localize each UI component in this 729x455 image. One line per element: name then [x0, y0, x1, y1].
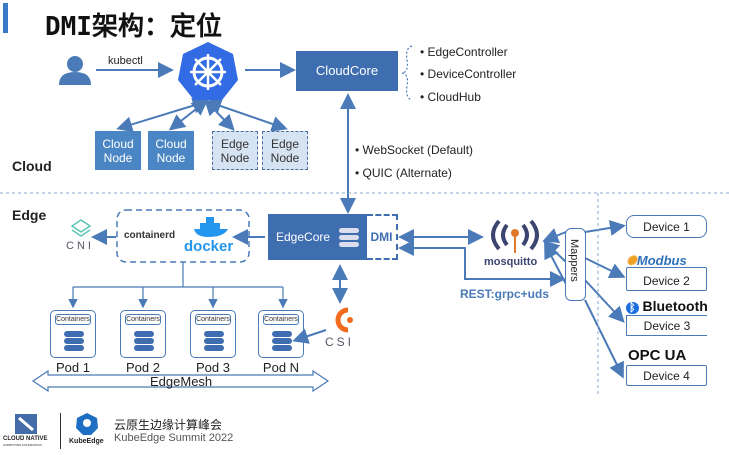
protocol-quic: • QUIC (Alternate)	[355, 166, 452, 180]
pod-label: Pod N	[262, 360, 300, 375]
edgecore-box[interactable]: EdgeCore	[268, 214, 367, 260]
docker-logo: docker	[184, 238, 234, 255]
footer-divider	[60, 413, 61, 449]
kubeedge-logo-icon	[76, 413, 98, 435]
summit-title-en: KubeEdge Summit 2022	[114, 432, 234, 444]
cni-label: CNI	[66, 240, 94, 252]
database-icon	[204, 331, 224, 351]
kubernetes-icon	[178, 42, 238, 100]
component-edgecontroller: • EdgeController	[420, 45, 508, 59]
mappers-box[interactable]: Mappers	[565, 228, 586, 301]
title-accent-bar	[3, 3, 8, 33]
containers-label: Containers	[263, 314, 299, 325]
containers-label: Containers	[125, 314, 161, 325]
csi-icon	[335, 307, 353, 333]
pod-label: Pod 3	[196, 360, 230, 375]
cloud-node-1[interactable]: Cloud Node	[95, 131, 141, 170]
database-icon	[134, 331, 154, 351]
pod-1[interactable]: Containers	[50, 310, 96, 358]
edge-node-2[interactable]: Edge Node	[262, 131, 308, 170]
bluetooth-logo: ᛒ Bluetooth	[626, 298, 708, 314]
containers-label: Containers	[195, 314, 231, 325]
cncf-logo: CLOUD NATIVE	[3, 436, 48, 442]
protocol-websocket: • WebSocket (Default)	[355, 143, 474, 157]
dmi-box[interactable]: DMI	[367, 214, 398, 260]
mosquitto-label: mosquitto	[484, 256, 538, 268]
user-icon	[59, 56, 91, 85]
cloudcore-box[interactable]: CloudCore	[296, 51, 398, 91]
database-icon	[64, 331, 84, 351]
summit-title-cn: 云原生边缘计算峰会	[114, 418, 223, 432]
docker-whale-icon	[194, 217, 228, 237]
pod-2[interactable]: Containers	[120, 310, 166, 358]
mosquitto-icon	[491, 219, 539, 253]
edgemesh-label: EdgeMesh	[150, 374, 213, 389]
pod-label: Pod 2	[126, 360, 160, 375]
mappers-label: Mappers	[568, 239, 580, 282]
cncf-logo-icon	[15, 414, 37, 434]
database-icon	[272, 331, 292, 351]
page-title: DMI架构：定位	[45, 12, 222, 42]
rest-label: REST:grpc+uds	[460, 287, 550, 301]
cncf-logo-sub: COMPUTING FOUNDATION	[3, 443, 42, 447]
containers-label: Containers	[55, 314, 91, 325]
pod-n[interactable]: Containers	[258, 310, 304, 358]
edge-label: Edge	[12, 207, 47, 223]
component-cloudhub: • CloudHub	[420, 90, 481, 104]
kubeedge-logo: KubeEdge	[69, 438, 104, 445]
pod-label: Pod 1	[56, 360, 90, 375]
cloud-label: Cloud	[12, 158, 52, 174]
opcua-logo: OPC UA	[628, 347, 687, 364]
component-devicecontroller: • DeviceController	[420, 67, 517, 81]
cni-icon	[70, 219, 92, 237]
modbus-logo: ✺Modbus	[626, 253, 687, 268]
kubectl-label: kubectl	[108, 55, 143, 67]
pod-3[interactable]: Containers	[190, 310, 236, 358]
containerd-logo: containerd	[124, 230, 176, 241]
device-1[interactable]: Device 1	[626, 215, 707, 238]
device-3[interactable]: Device 3	[626, 315, 707, 336]
device-4[interactable]: Device 4	[626, 365, 707, 386]
cloud-node-2[interactable]: Cloud Node	[148, 131, 194, 170]
csi-label: CSI	[325, 335, 355, 349]
edge-node-1[interactable]: Edge Node	[212, 131, 258, 170]
device-2[interactable]: Device 2	[626, 267, 707, 291]
edgecore-label: EdgeCore	[276, 230, 331, 244]
database-icon	[339, 228, 360, 247]
